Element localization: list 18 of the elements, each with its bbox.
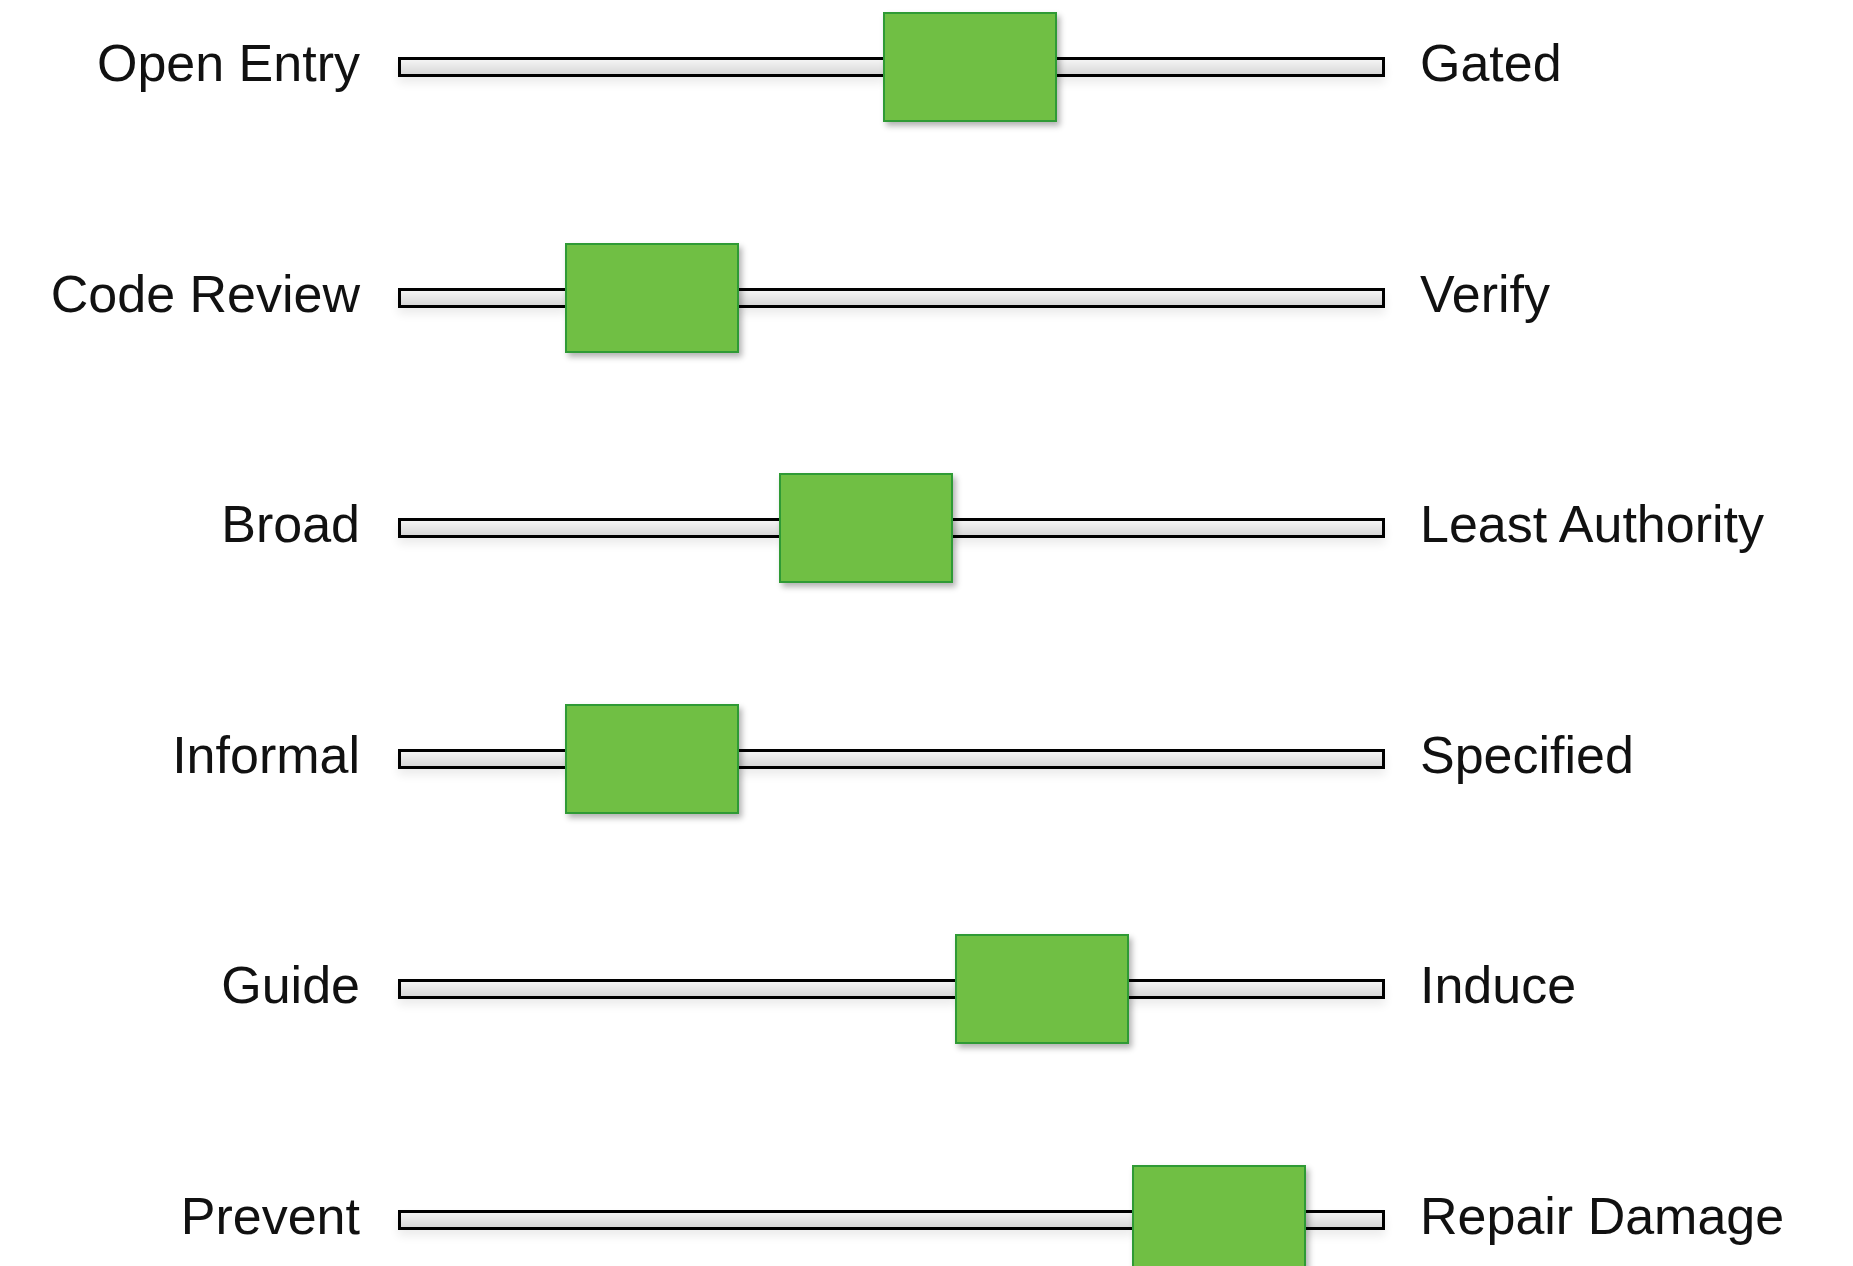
left-pole-label: Broad: [221, 494, 360, 555]
right-pole-label: Induce: [1420, 955, 1577, 1016]
right-pole-label: Least Authority: [1420, 494, 1764, 555]
right-pole-label: Gated: [1420, 33, 1562, 93]
slider-thumb: [779, 473, 953, 584]
slider-thumb: [955, 934, 1129, 1045]
slider-thumb: [565, 242, 739, 353]
slider-thumb: [883, 12, 1057, 122]
right-pole-label: Verify: [1420, 263, 1551, 324]
left-pole-label: Open Entry: [96, 33, 360, 93]
slider-thumb: [1132, 1165, 1306, 1266]
right-pole-label: Specified: [1420, 724, 1634, 785]
left-pole-label: Code Review: [50, 263, 360, 324]
left-pole-label: Prevent: [180, 1186, 360, 1246]
left-pole-label: Informal: [172, 724, 360, 785]
slider-thumb: [565, 703, 739, 814]
left-pole-label: Guide: [221, 955, 360, 1016]
right-pole-label: Repair Damage: [1420, 1186, 1785, 1246]
